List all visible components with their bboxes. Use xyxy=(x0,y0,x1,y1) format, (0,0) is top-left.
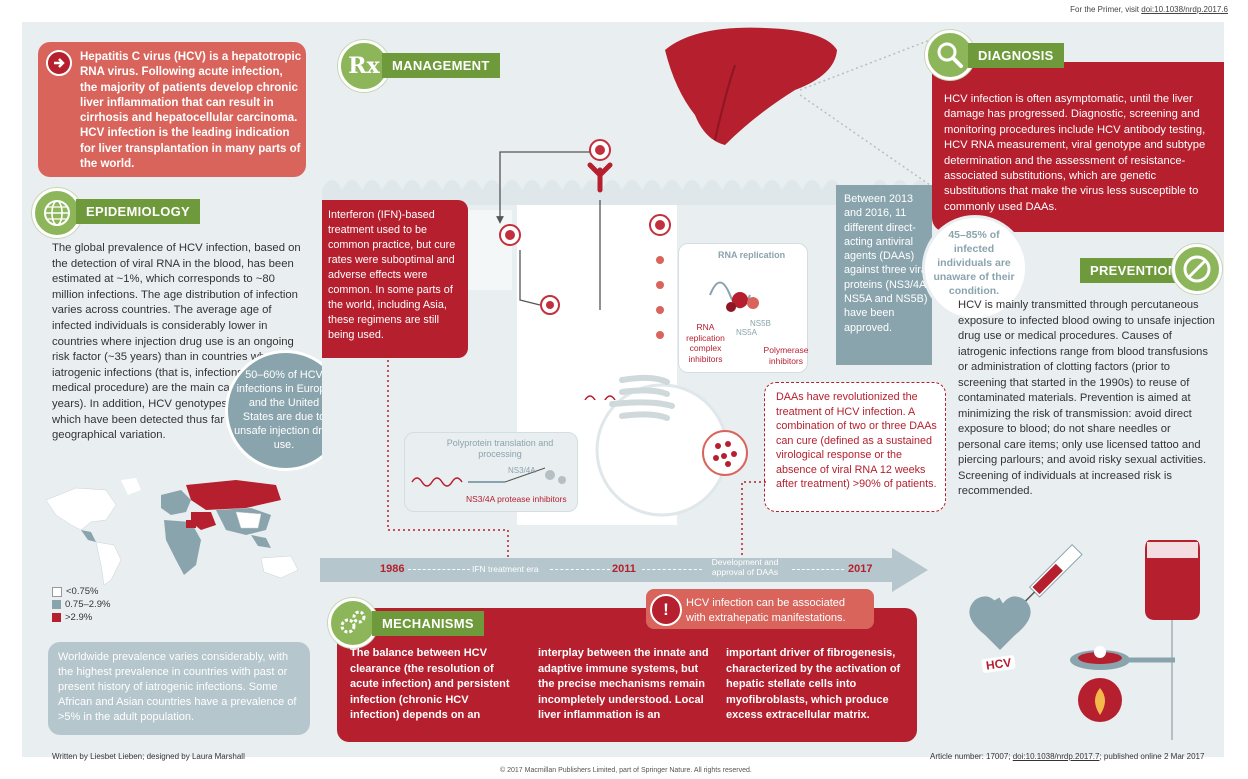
diagnosis-box xyxy=(932,62,1224,232)
map-greenland xyxy=(121,478,141,495)
map-australia xyxy=(260,555,299,579)
prevalence-note-box xyxy=(48,642,310,735)
polymerase-inhibitors-label: Polymerase inhibitors xyxy=(763,345,809,366)
daa-revolution-text: DAAs have revolutionized the treatment o… xyxy=(776,391,937,490)
blood-bag-icon xyxy=(1145,540,1200,620)
footer-copyright: © 2017 Macmillan Publishers Limited, par… xyxy=(500,767,752,774)
legend-swatch-low xyxy=(52,586,62,597)
alert-icon: ! xyxy=(650,594,682,626)
map-south-america xyxy=(95,541,122,586)
liver-icon xyxy=(665,27,837,145)
timeline-end: 2017 xyxy=(848,563,873,575)
mechanisms-col-1: The balance between HCV clearance (the r… xyxy=(350,647,510,721)
prevention-text: HCV is mainly transmitted through percut… xyxy=(958,299,1215,497)
map-china xyxy=(235,511,262,529)
map-europe xyxy=(161,490,191,515)
legend-swatch-mid xyxy=(52,600,61,609)
replication-inhibitors-label: RNA replication complex inhibitors xyxy=(686,322,725,364)
epidemiology-title: EPIDEMIOLOGY xyxy=(76,199,201,224)
footer-credits: Written by Liesbet Lieben; designed by L… xyxy=(52,752,245,761)
arrow-right-icon xyxy=(46,50,72,76)
map-southeast-asia xyxy=(251,535,271,548)
timeline-mid: 2011 xyxy=(612,563,636,575)
polyprotein-title: Polyprotein translation and processing xyxy=(446,438,554,459)
timeline-dash-2 xyxy=(550,569,610,570)
no-entry-icon xyxy=(1172,244,1222,294)
replication-complex-icon xyxy=(709,281,759,312)
ns5a-label: NS5A xyxy=(736,328,757,337)
timeline-start: 1986 xyxy=(380,563,405,575)
diagnosis-text: HCV infection is often asymptomatic, unt… xyxy=(944,93,1206,213)
ifn-box xyxy=(322,200,468,358)
diagnosis-title: DIAGNOSIS xyxy=(968,43,1064,68)
ifn-connector xyxy=(387,355,509,560)
ns34a-inhibitors-label: NS3/4A protease inhibitors xyxy=(466,494,567,504)
map-russia xyxy=(186,480,281,510)
timeline-era-2: Development and approval of DAAs xyxy=(711,557,779,577)
ns5b-label: NS5B xyxy=(750,319,771,328)
gears-icon xyxy=(328,598,378,648)
map-central-america xyxy=(81,530,96,542)
primer-doi-link[interactable]: doi:10.1038/nrdp.2017.6 xyxy=(1141,5,1228,14)
ns34a-label: NS3/4A xyxy=(508,466,536,475)
daa-approval-text: Between 2013 and 2016, 11 different dire… xyxy=(844,193,930,334)
prevention-illustration xyxy=(969,540,1200,740)
world-prevalence-map xyxy=(45,478,299,586)
rna-replication-box xyxy=(678,243,808,373)
daa-connector xyxy=(741,481,766,568)
mechanisms-title: MECHANISMS xyxy=(372,611,484,636)
prevalence-note-text: Worldwide prevalence varies considerably… xyxy=(58,651,297,723)
diagnosis-bubble xyxy=(922,215,1028,321)
footer-article: Article number: 17007; doi:10.1038/nrdp.… xyxy=(930,752,1205,761)
rna-replication-title: RNA replication xyxy=(718,250,786,260)
ifn-box-text: Interferon (IFN)-based treatment used to… xyxy=(328,209,456,341)
intro-text: Hepatitis C virus (HCV) is a hepatotropi… xyxy=(80,51,302,171)
heart-icon xyxy=(969,596,1031,650)
legend-item: >2.9% xyxy=(52,612,110,623)
mechanisms-col-3: important driver of fibrogenesis, charac… xyxy=(726,647,901,721)
prevention-title: PREVENTION xyxy=(1080,258,1188,283)
extrahepatic-alert-text: HCV infection can be associated with ext… xyxy=(686,597,846,624)
epidemiology-bubble-text: 50–60% of HCV infections in Europe and t… xyxy=(234,369,334,451)
legend-item: <0.75% xyxy=(52,586,110,597)
timeline-dash-3 xyxy=(642,569,702,570)
timeline-arrow xyxy=(320,548,928,592)
liver-connector-lines xyxy=(800,39,931,186)
article-doi-link[interactable]: doi:10.1038/nrdp.2017.7 xyxy=(1012,752,1100,761)
legend-swatch-high xyxy=(52,613,61,622)
timeline-dash-4 xyxy=(792,569,844,570)
primer-reference: For the Primer, visit doi:10.1038/nrdp.2… xyxy=(1070,5,1228,14)
diagnosis-bubble-text: 45–85% of infected individuals are unawa… xyxy=(933,229,1015,297)
virus-particles xyxy=(496,139,671,400)
map-north-america xyxy=(45,487,117,531)
map-egypt xyxy=(186,520,196,528)
map-middle-east xyxy=(191,512,216,530)
legend-item: 0.75–2.9% xyxy=(52,599,110,610)
polyprotein-icon xyxy=(411,467,566,487)
mechanisms-col-2: interplay between the innate and adaptiv… xyxy=(538,647,709,721)
daa-approval-box xyxy=(836,185,932,365)
timeline-dash-1 xyxy=(408,569,470,570)
daa-revolution-box xyxy=(764,382,946,512)
globe-icon xyxy=(32,188,82,238)
timeline-era-1: IFN treatment era xyxy=(472,564,539,574)
management-title: MANAGEMENT xyxy=(382,53,500,78)
map-legend: <0.75% 0.75–2.9% >2.9% xyxy=(52,586,110,623)
extrahepatic-alert xyxy=(646,589,874,629)
intro-box xyxy=(38,42,306,177)
epidemiology-text: The global prevalence of HCV infection, … xyxy=(52,242,301,442)
map-africa xyxy=(164,520,201,575)
rx-icon: Rx xyxy=(338,40,390,92)
virion-cluster-icon xyxy=(702,430,748,476)
